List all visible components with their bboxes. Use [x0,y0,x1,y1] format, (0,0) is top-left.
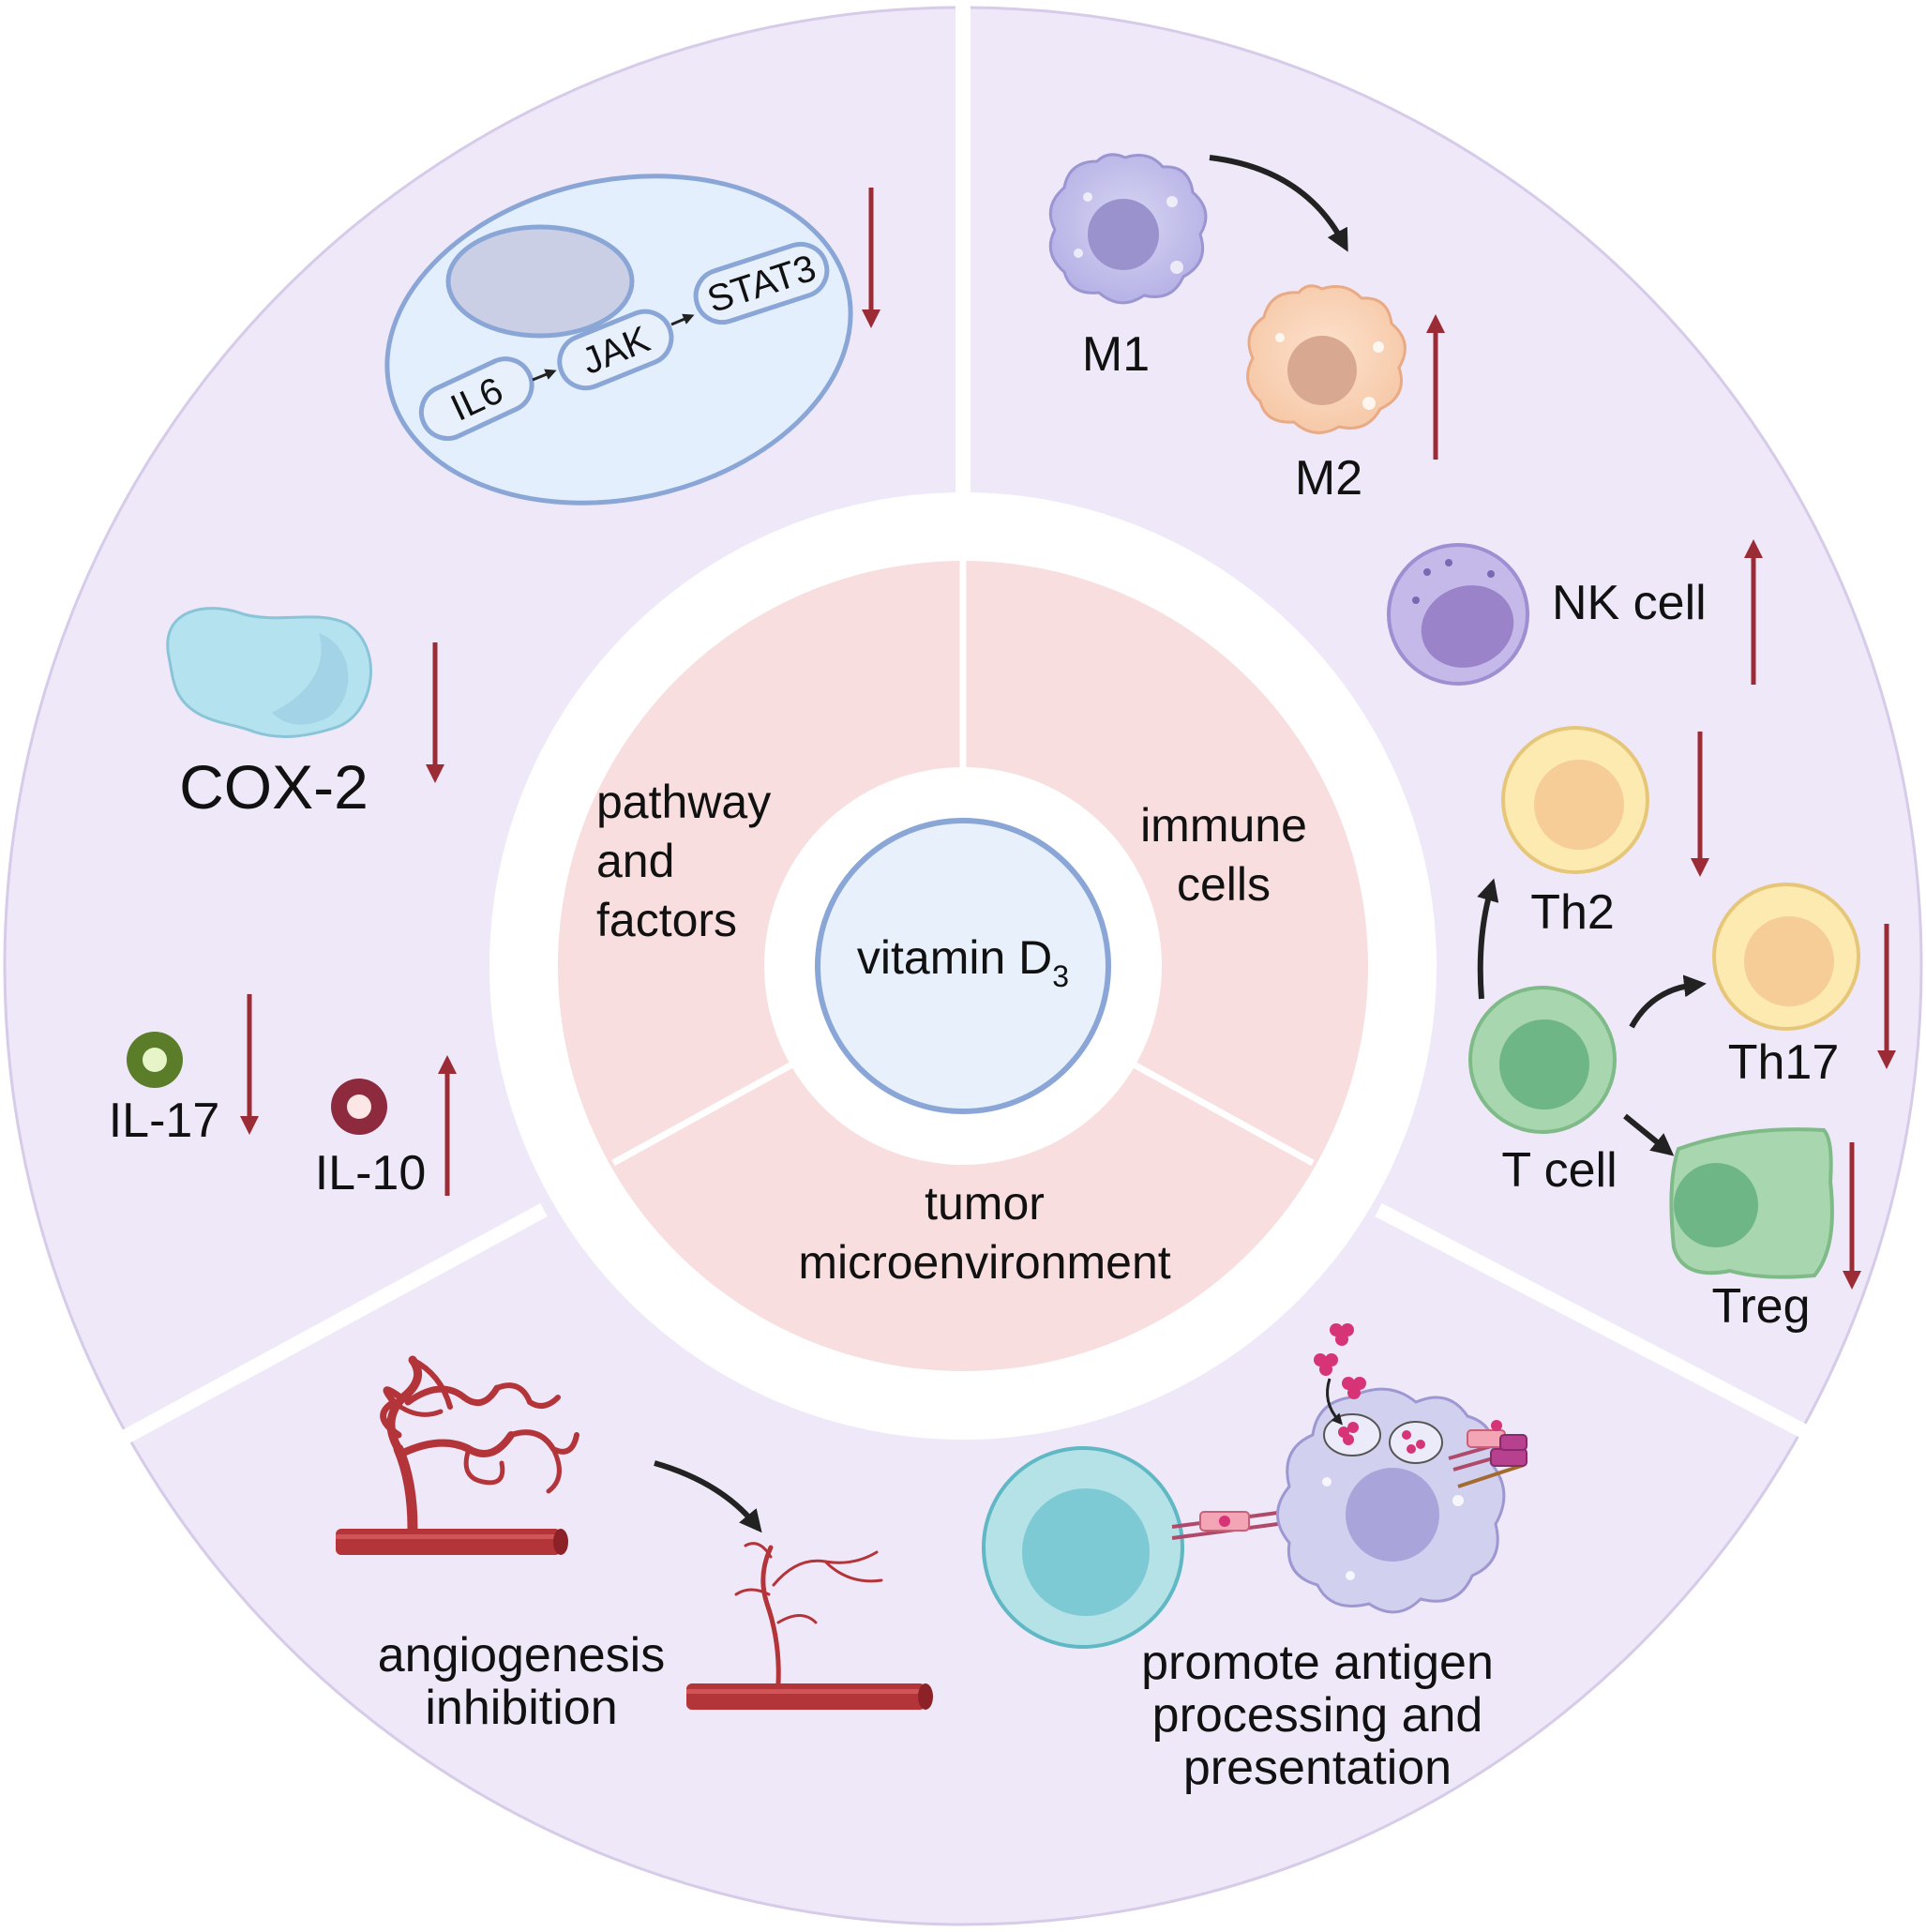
antigen-label-line: processing and [1152,1688,1483,1743]
inner-section-immune: immune cells [1140,799,1307,911]
pathway-il6: IL6 [418,356,534,441]
center-label: vitamin D3 [857,931,1069,993]
center-circle [815,818,1111,1114]
inner-section-tumor: tumor microenvironment [798,1177,1170,1289]
antigen-uptake-arrow [1326,1378,1344,1426]
il10-label: IL-10 [315,1146,427,1200]
pathway-arrow [532,369,557,382]
nk-label: NK cell [1552,576,1707,630]
nucleus [445,224,635,339]
inner-ring-separators [611,561,1315,1167]
il17-icon-core [143,1048,167,1072]
th17-cell [1712,883,1860,1031]
cox2-enzyme [166,607,372,738]
dense-vessel [336,1355,579,1555]
pathway-cell: IL6 JAK STAT3 [384,174,853,506]
angiogenesis-label-line: inhibition [425,1681,617,1735]
sparse-vessel [686,1542,933,1710]
antigen-particles [1314,1323,1366,1399]
inner-label-line: tumor [925,1177,1045,1230]
m2-macrophage [1246,284,1407,434]
m2-label: M2 [1295,451,1362,506]
tcell-label: T cell [1501,1143,1617,1198]
inner-label-line: immune [1140,799,1307,852]
inner-label-line: cells [1177,858,1271,911]
antigen-label: promote antigen processing and presentat… [1141,1636,1494,1795]
m1-to-m2-arrow [1209,155,1348,252]
outer-ring-separators [99,0,1842,1457]
pathway-arrow [670,313,695,326]
th2-label: Th2 [1530,885,1615,940]
nk-cell [1387,543,1529,686]
antigen-presenting-cell [1276,1387,1506,1614]
mhc-receptors [1448,1420,1527,1488]
inner-label-line: and [596,835,674,887]
th2-cell [1501,726,1649,874]
t-cell [1468,986,1617,1134]
il17-label: IL-17 [109,1094,220,1148]
angiogenesis-label: angiogenesis inhibition [378,1628,665,1735]
m1-label: M1 [1082,327,1150,382]
treg-label: Treg [1712,1279,1811,1334]
tcell-to-th17-arrow [1629,974,1707,1029]
t-cell-teal [982,1446,1184,1649]
m1-macrophage [1048,153,1208,305]
tcr-mhc-complex [1171,1510,1286,1540]
angiogenesis-label-line: angiogenesis [378,1628,665,1683]
cox2-label: COX-2 [179,752,369,822]
inner-label-line: factors [596,894,737,946]
antigen-label-line: presentation [1183,1741,1452,1795]
angiogenesis-arrow [654,1460,762,1533]
treg-cell [1669,1127,1834,1279]
tcell-to-th2-arrow [1477,878,1499,1000]
antigen-label-line: promote antigen [1141,1636,1494,1690]
il10-icon-core [347,1094,371,1119]
inner-section-pathway: pathway and factors [596,776,771,946]
tcell-to-treg-arrow [1623,1113,1675,1156]
th17-label: Th17 [1728,1035,1840,1090]
inner-label-line: microenvironment [798,1236,1170,1289]
inner-label-line: pathway [596,776,771,828]
